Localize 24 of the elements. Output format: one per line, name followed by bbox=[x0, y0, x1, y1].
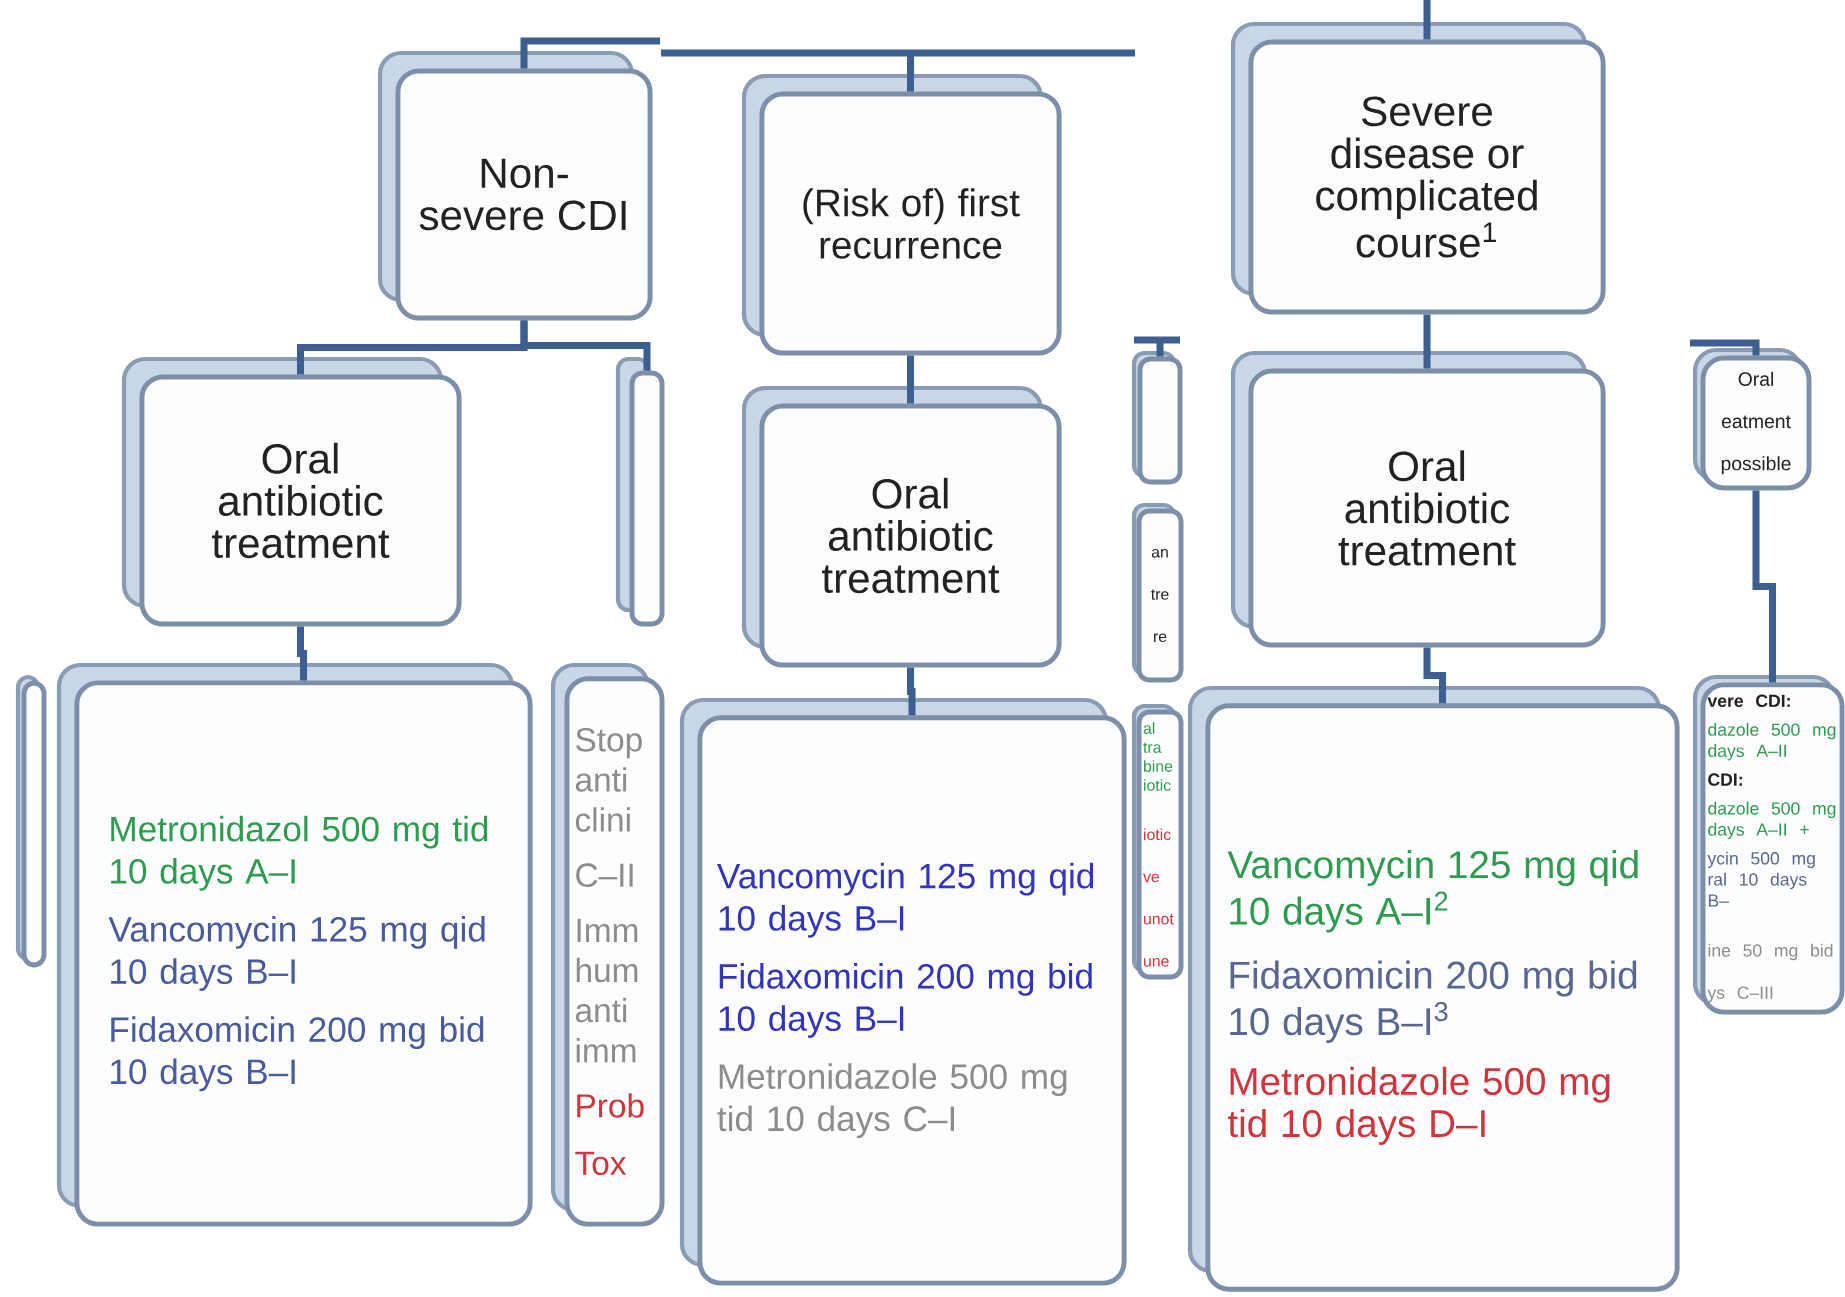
category-box: Oral antibiotic treatment bbox=[121, 356, 462, 627]
category-box: Non-severe CDI bbox=[377, 50, 653, 321]
treatment-box: Metronidazol 500 mg tid 10 days A–I Vancomycin 125 mg qid 10 days B–I Fidaxomicin 200 mg bid 10 days B–I bbox=[56, 662, 533, 1227]
treatment-box: vere CDI: dazole 500 mg days A–II CDI: dazole 500 mg days A–II + ycin 500 mg ral 10 days B– ine 50 mg bid ys C–III bbox=[1692, 674, 1845, 1015]
box bbox=[15, 674, 47, 968]
category-box: Severe disease or complicated course$^{1}$ bbox=[1230, 21, 1606, 315]
treatment-box: an tre re bbox=[1131, 502, 1184, 683]
connector-line bbox=[1423, 0, 1431, 40]
connector-line bbox=[1423, 647, 1447, 704]
connector-line bbox=[520, 320, 651, 371]
connector-line bbox=[907, 355, 915, 404]
category-box: Oral antibiotic treatment bbox=[741, 385, 1062, 668]
treatment-box: Vancomycin 125 mg qid 10 days B–I Fidaxomicin 200 mg bid 10 days B–I Metronidazole 500 mg tid 10 days C–I bbox=[679, 697, 1127, 1286]
treatment-box: al tra bine iotic iotic ve unot une bbox=[1131, 703, 1184, 980]
category-box: Oral antibiotic treatment bbox=[1230, 350, 1606, 648]
box bbox=[1131, 350, 1183, 485]
category-box: Oral eatment possible bbox=[1692, 347, 1812, 491]
connector-line bbox=[1423, 314, 1431, 369]
treatment-box: Vancomycin 125 mg qid 10 days A–I$^{2}$ Fidaxomicin 200 mg bid 10 days B–I$^{3}$ Metronidazole 500 mg tid 10 days D–I bbox=[1187, 685, 1680, 1292]
connector-line bbox=[907, 667, 916, 716]
connector-line bbox=[297, 626, 308, 681]
category-box: (Risk of) first recurrence bbox=[741, 73, 1062, 356]
treatment-box: Stop anti clini C–II Imm hum anti imm Prob Tox bbox=[550, 662, 665, 1227]
box bbox=[615, 356, 665, 627]
